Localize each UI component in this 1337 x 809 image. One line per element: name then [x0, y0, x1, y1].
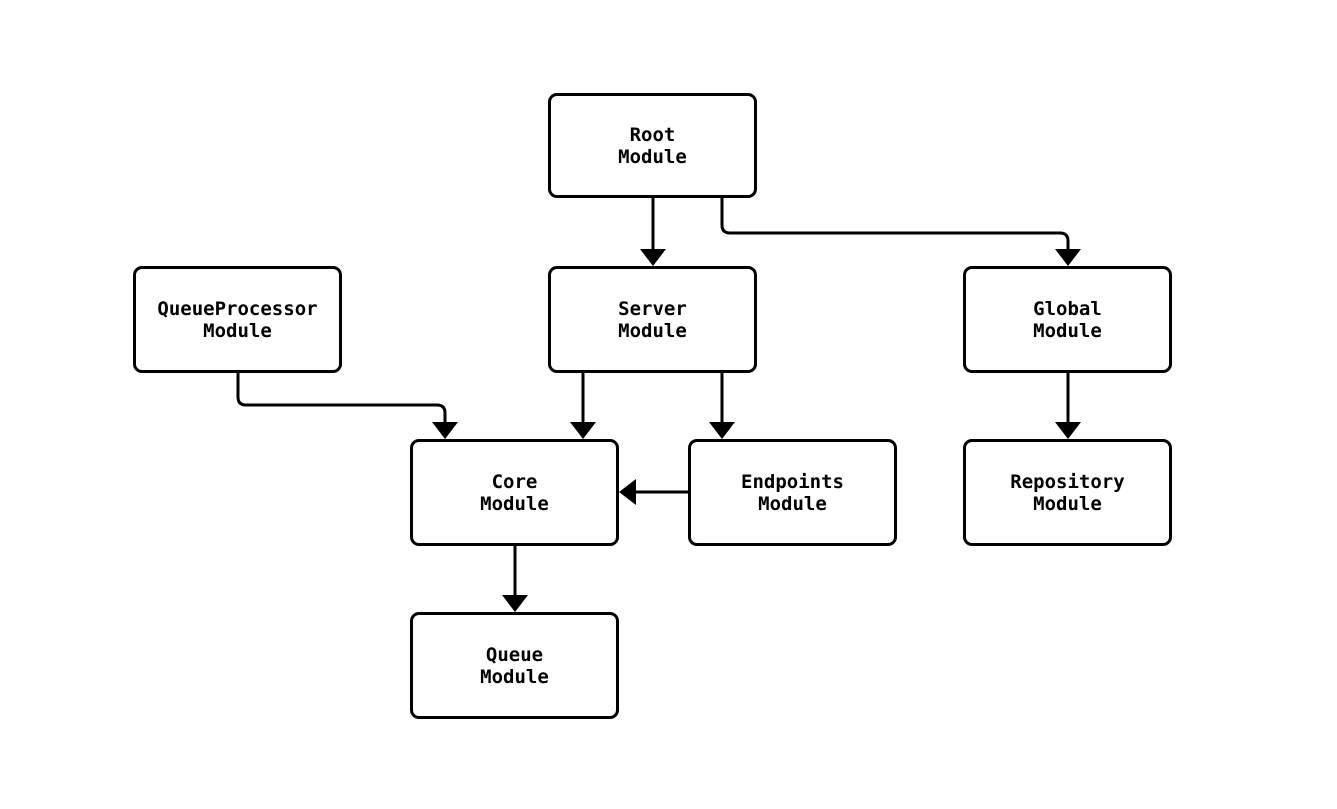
- node-label-line2: Module: [618, 145, 687, 168]
- node-label-line1: Server: [618, 297, 687, 320]
- node-root-module: Root Module: [548, 93, 757, 198]
- node-label-line2: Module: [1033, 492, 1102, 515]
- node-label-line2: Module: [1033, 319, 1102, 342]
- node-global-module: Global Module: [963, 266, 1172, 373]
- node-label-line1: Core: [491, 470, 538, 493]
- node-queue-module: Queue Module: [410, 612, 619, 719]
- node-label-line2: Module: [480, 665, 549, 688]
- node-label-line1: QueueProcessor: [157, 297, 318, 320]
- edge-queueprocessor-to-core: [236, 373, 458, 439]
- node-label-line2: Module: [618, 319, 687, 342]
- node-label-line2: Module: [758, 492, 827, 515]
- node-label-line1: Repository: [1010, 470, 1125, 493]
- node-repository-module: Repository Module: [963, 439, 1172, 546]
- edge-root-to-global: [720, 198, 1081, 266]
- node-label-line2: Module: [480, 492, 549, 515]
- node-label-line2: Module: [203, 319, 272, 342]
- node-label-line1: Root: [629, 123, 676, 146]
- node-label-line1: Global: [1033, 297, 1102, 320]
- node-queueprocessor-module: QueueProcessor Module: [133, 266, 342, 373]
- node-server-module: Server Module: [548, 266, 757, 373]
- node-endpoints-module: Endpoints Module: [688, 439, 897, 546]
- node-label-line1: Queue: [485, 643, 544, 666]
- node-label-line1: Endpoints: [741, 470, 844, 493]
- node-core-module: Core Module: [410, 439, 619, 546]
